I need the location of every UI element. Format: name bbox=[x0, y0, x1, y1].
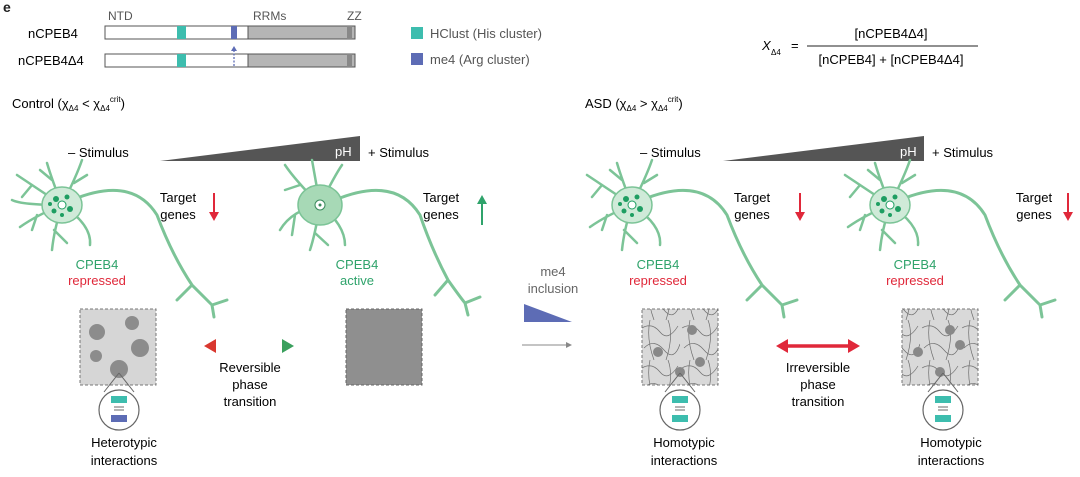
irreversible-arrow-icon bbox=[776, 339, 860, 353]
cpeb4-label: CPEB4 bbox=[336, 257, 379, 272]
ph-gradient-asd: pH bbox=[723, 136, 924, 161]
minus-stimulus-label: – Stimulus bbox=[68, 145, 129, 160]
zz-label: ZZ bbox=[347, 9, 362, 23]
up-arrow-icon bbox=[477, 195, 487, 225]
ntd-label: NTD bbox=[108, 9, 133, 23]
cpeb4-state: repressed bbox=[629, 273, 687, 288]
neuron-asd-repressed-2 bbox=[843, 158, 1057, 319]
hclust-legend-label: HClust (His cluster) bbox=[430, 26, 542, 41]
hclust-swatch bbox=[411, 27, 423, 39]
equation-equals: = bbox=[791, 38, 799, 53]
zoom-circle-homotypic bbox=[922, 372, 964, 431]
domain-row-label: nCPEB4 bbox=[28, 26, 78, 41]
me4-swatch bbox=[411, 53, 423, 65]
cpeb4-label: CPEB4 bbox=[894, 257, 937, 272]
neuron-control-repressed bbox=[10, 158, 229, 319]
ph-label: pH bbox=[335, 144, 352, 159]
plus-stimulus-label: + Stimulus bbox=[932, 145, 994, 160]
equation-lhs: X bbox=[761, 38, 772, 53]
ph-label: pH bbox=[900, 144, 917, 159]
minus-stimulus-label: – Stimulus bbox=[640, 145, 701, 160]
domain-row-label: nCPEB4Δ4 bbox=[18, 53, 84, 68]
cpeb4-state: repressed bbox=[68, 273, 126, 288]
cpeb4-state: repressed bbox=[886, 273, 944, 288]
equation-denominator: [nCPEB4] + [nCPEB4Δ4] bbox=[819, 52, 964, 67]
plus-stimulus-label: + Stimulus bbox=[368, 145, 430, 160]
domain-bar-delta4 bbox=[104, 46, 356, 68]
equation-numerator: [nCPEB4Δ4] bbox=[855, 26, 928, 41]
condensate-box-aggregates bbox=[901, 308, 979, 386]
down-arrow-icon bbox=[209, 193, 219, 221]
right-arrow-icon bbox=[522, 342, 572, 348]
asd-title: ASD (χΔ4 > χΔ4crit) bbox=[585, 95, 683, 113]
cpeb4-label: CPEB4 bbox=[637, 257, 680, 272]
condensate-box-dissolved bbox=[345, 308, 423, 386]
neuron-asd-repressed-1 bbox=[585, 158, 799, 319]
equation-lhs-sub: Δ4 bbox=[771, 48, 781, 57]
down-arrow-icon bbox=[1063, 193, 1073, 221]
neuron-control-active bbox=[278, 158, 482, 317]
me4-legend-label: me4 (Arg cluster) bbox=[430, 52, 530, 67]
me4-inclusion-wedge bbox=[524, 304, 572, 322]
reversible-arrow-icon bbox=[204, 339, 294, 353]
condensate-box-aggregates bbox=[641, 308, 719, 386]
ph-gradient-control: pH bbox=[160, 136, 360, 161]
cpeb4-state: active bbox=[340, 273, 374, 288]
domain-bar-full bbox=[104, 25, 356, 40]
down-arrow-icon bbox=[795, 193, 805, 221]
control-title: Control (χΔ4 < χΔ4crit) bbox=[12, 95, 125, 113]
zoom-circle-homotypic bbox=[659, 372, 701, 431]
rrms-label: RRMs bbox=[253, 9, 286, 23]
condensate-box-droplets bbox=[79, 308, 157, 386]
equation: X Δ4 = [nCPEB4Δ4] [nCPEB4] + [nCPEB4Δ4] bbox=[761, 26, 978, 67]
panel-label: e bbox=[3, 0, 11, 15]
cpeb4-label: CPEB4 bbox=[76, 257, 119, 272]
zoom-circle-heterotypic bbox=[98, 372, 140, 431]
